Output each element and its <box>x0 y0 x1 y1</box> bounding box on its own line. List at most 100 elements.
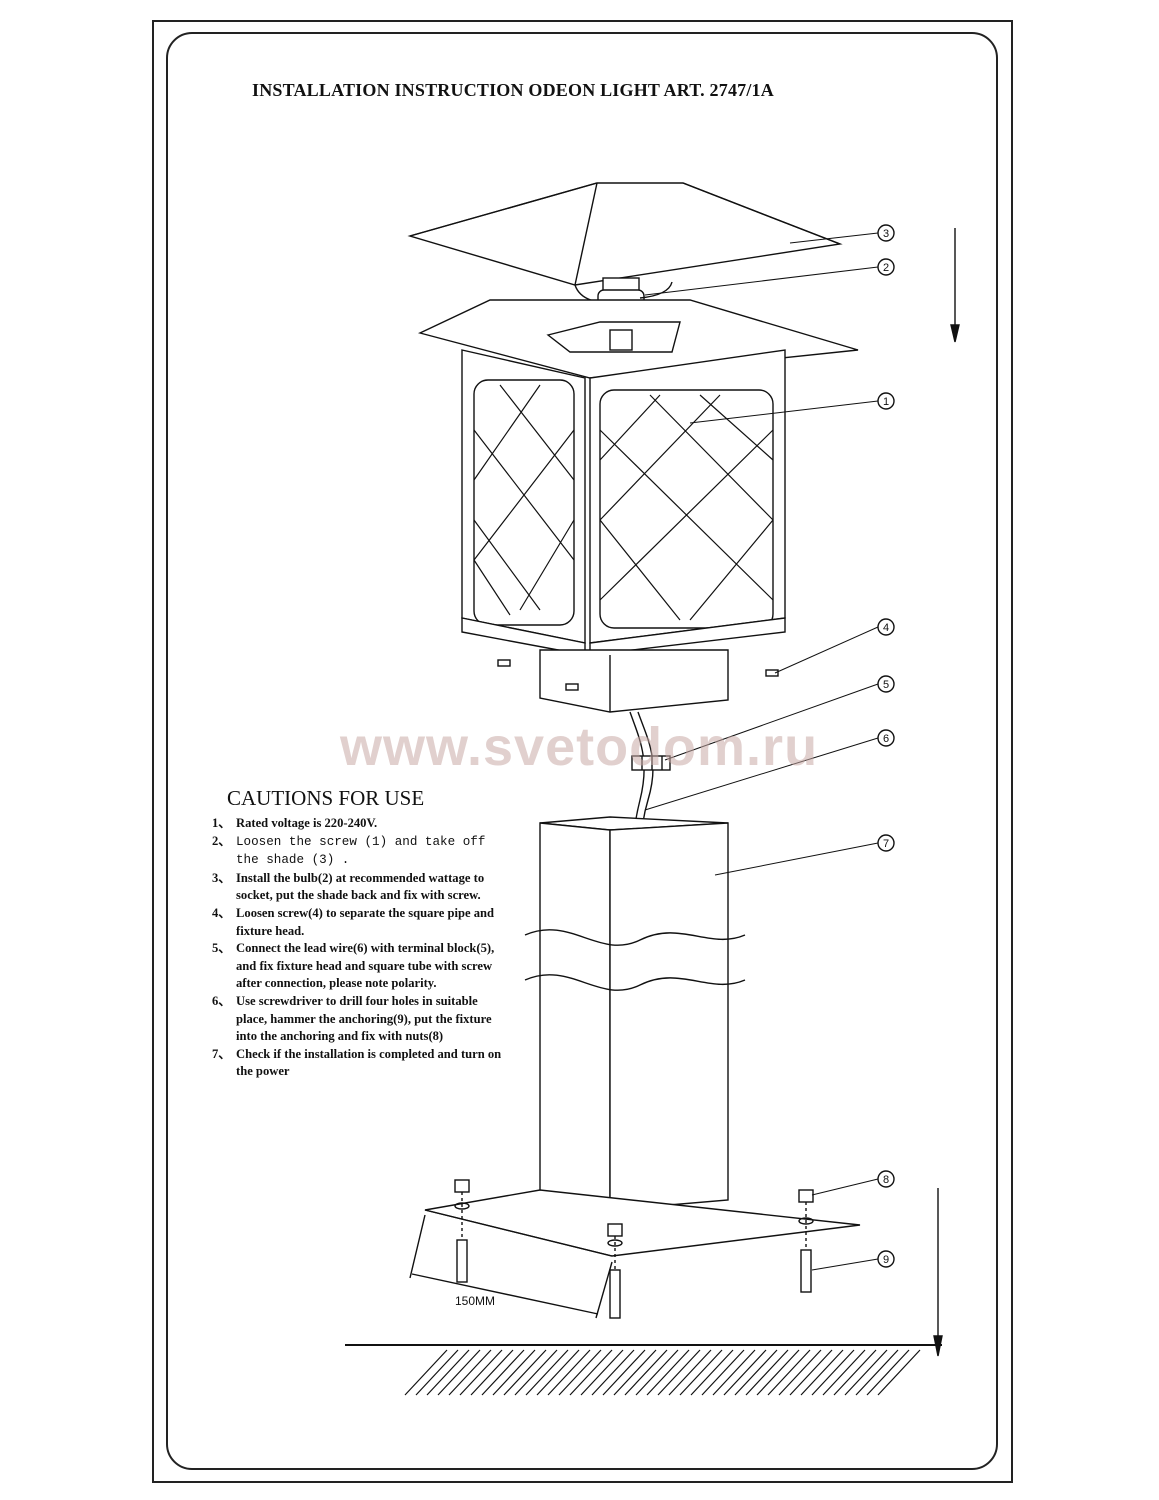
dimension-line <box>409 1214 613 1319</box>
hatch-line <box>679 1349 723 1396</box>
dimension-label: 150MM <box>455 1294 495 1308</box>
hatch-line <box>745 1349 789 1396</box>
callout-number: 8 <box>883 1174 889 1186</box>
item-number: 2、 <box>212 833 231 848</box>
item-text: Rated voltage is 220-240V. <box>236 816 378 830</box>
item-text: Loosen the screw (1) and take off the sh… <box>236 834 486 868</box>
page-inner-frame <box>166 32 998 1470</box>
callout-number: 1 <box>883 396 889 408</box>
hatch-line <box>602 1349 646 1396</box>
callout-number: 4 <box>883 622 889 634</box>
hatch-line <box>525 1349 569 1396</box>
callout-circle <box>877 675 895 693</box>
hatch-line <box>415 1349 459 1396</box>
item-number: 7、 <box>212 1046 231 1061</box>
hatch-line <box>877 1349 921 1396</box>
item-number: 3、 <box>212 870 231 885</box>
down-arrow-icon <box>933 1188 943 1357</box>
caution-item: 2、 Loosen the screw (1) and take off the … <box>212 833 502 870</box>
hatch-line <box>448 1349 492 1396</box>
caution-item: 3、 Install the bulb(2) at recommended wat… <box>212 870 502 905</box>
callout-circle <box>877 729 895 747</box>
hatch-line <box>657 1349 701 1396</box>
caution-item: 4、 Loosen screw(4) to separate the square… <box>212 905 502 940</box>
hatch-line <box>635 1349 679 1396</box>
cautions-section: CAUTIONS FOR USE 1、 Rated voltage is 220… <box>212 786 502 1081</box>
hatch-line <box>800 1349 844 1396</box>
document-title: INSTALLATION INSTRUCTION ODEON LIGHT ART… <box>252 80 774 100</box>
hatch-line <box>569 1349 613 1396</box>
cautions-heading: CAUTIONS FOR USE <box>227 786 425 810</box>
callout-circle <box>877 392 895 410</box>
hatch-line <box>514 1349 558 1396</box>
hatch-line <box>723 1349 767 1396</box>
hatch-line <box>613 1349 657 1396</box>
hatch-line <box>855 1349 899 1396</box>
item-text: Check if the installation is completed a… <box>236 1046 502 1079</box>
lantern-body <box>461 349 786 713</box>
hatch-line <box>624 1349 668 1396</box>
nuts-and-anchors <box>454 1179 814 1319</box>
hatch-line <box>811 1349 855 1396</box>
item-number: 4、 <box>212 905 231 920</box>
hatch-line <box>459 1349 503 1396</box>
hatch-line <box>767 1349 811 1396</box>
item-number: 1、 <box>212 816 231 830</box>
hatch-line <box>668 1349 712 1396</box>
hatch-line <box>866 1349 910 1396</box>
hatch-line <box>756 1349 800 1396</box>
pole-part <box>524 816 746 1211</box>
caution-item: 5、 Connect the lead wire(6) with terminal… <box>212 940 502 993</box>
hatch-line <box>503 1349 547 1396</box>
callout-circle <box>877 258 895 276</box>
item-text: Use screwdriver to drill four holes in s… <box>236 993 492 1044</box>
hatch-line <box>536 1349 580 1396</box>
hatch-line <box>778 1349 822 1396</box>
hatch-line <box>437 1349 481 1396</box>
item-number: 6、 <box>212 993 231 1008</box>
callout-leaders <box>644 232 879 1271</box>
callout-number: 3 <box>883 228 889 240</box>
down-arrow-icon <box>950 228 960 343</box>
ground <box>345 1344 942 1396</box>
hatch-line <box>734 1349 778 1396</box>
callout-circle <box>877 224 895 242</box>
hatch-line <box>580 1349 624 1396</box>
hatch-line <box>646 1349 690 1396</box>
watermark: www.svetodom.ru <box>340 717 819 777</box>
caution-item: 6、 Use screwdriver to drill four holes in… <box>212 993 502 1046</box>
hatch-line <box>404 1349 448 1396</box>
screw-parts <box>497 659 779 691</box>
item-text: Connect the lead wire(6) with terminal b… <box>236 941 495 991</box>
callout-circle <box>877 1170 895 1188</box>
hatch-line <box>690 1349 734 1396</box>
hatch-line <box>558 1349 602 1396</box>
hatch-line <box>833 1349 877 1396</box>
hatch-line <box>789 1349 833 1396</box>
shade-part <box>407 182 843 286</box>
callout-circle <box>877 1250 895 1268</box>
hatch-line <box>712 1349 756 1396</box>
hatch-line <box>547 1349 591 1396</box>
caution-item: 7、 Check if the installation is completed… <box>212 1046 502 1081</box>
hatch-line <box>844 1349 888 1396</box>
callout-circle <box>877 618 895 636</box>
caution-item: 1、 Rated voltage is 220-240V. <box>212 815 502 833</box>
callout-circle <box>877 834 895 852</box>
hatch-line <box>492 1349 536 1396</box>
hatch-line <box>822 1349 866 1396</box>
hatch-line <box>481 1349 525 1396</box>
item-number: 5、 <box>212 941 231 956</box>
hatch-line <box>701 1349 745 1396</box>
page-outer-border <box>152 20 1013 1483</box>
item-text: Install the bulb(2) at recommended watta… <box>236 870 485 903</box>
hatch-line <box>591 1349 635 1396</box>
callout-number: 9 <box>883 1254 889 1266</box>
item-text: Loosen screw(4) to separate the square p… <box>236 905 495 938</box>
base-plate <box>424 1189 861 1257</box>
callout-number: 5 <box>883 679 889 691</box>
hatch-line <box>426 1349 470 1396</box>
cautions-list: 1、 Rated voltage is 220-240V. 2、 Loosen t… <box>212 815 502 1081</box>
